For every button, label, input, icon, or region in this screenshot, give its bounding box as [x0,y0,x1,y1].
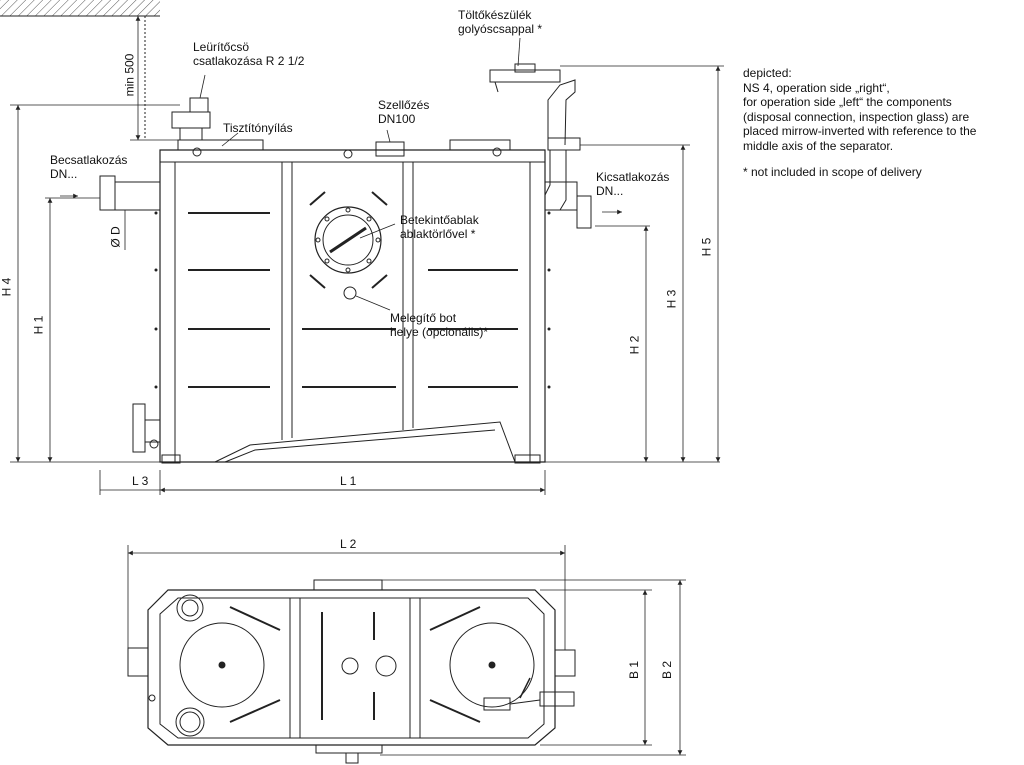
dim-h5: H 5 [699,237,714,257]
side-view [99,63,592,464]
footnote: * not included in scope of delivery [743,164,922,179]
top-dimension-lines [127,545,686,756]
dim-l3: L 3 [132,474,149,488]
dim-l2: L 2 [340,537,357,551]
dim-h2: H 2 [627,335,642,355]
dim-b2: B 2 [660,660,675,680]
top-view [127,579,576,764]
leader-lines [199,37,521,311]
dim-h1: H 1 [31,315,46,335]
outlet-label: Kicsatlakozás DN... [596,170,670,198]
inspection-window [309,191,388,300]
filling-device-label: Töltőkészülék golyóscsappal * [458,8,543,36]
cleaning-opening-label: Tisztítónyílás [223,121,293,135]
dim-od: Ø D [108,226,123,248]
depicted-note: depicted: NS 4, operation side „right“, … [743,66,1018,179]
emptying-connection-label: Leürítőcsö csatlakozása R 2 1/2 [193,40,305,68]
heater-rod-label: Melegítő bot helye (opcionális)* [390,311,489,339]
dim-h3: H 3 [664,289,679,309]
dim-b1: B 1 [627,660,642,680]
dim-l1: L 1 [340,474,357,488]
side-dimension-lines [10,16,724,495]
inspection-window-label: Betekintőablak ablaktörlővel * [400,213,479,241]
dim-min500: min 500 [122,53,137,97]
ceiling-hatch [0,0,160,140]
dim-h4: H 4 [0,277,14,297]
vent-label: Szellőzés DN100 [378,98,430,126]
inlet-label: Becsatlakozás DN... [50,153,128,181]
